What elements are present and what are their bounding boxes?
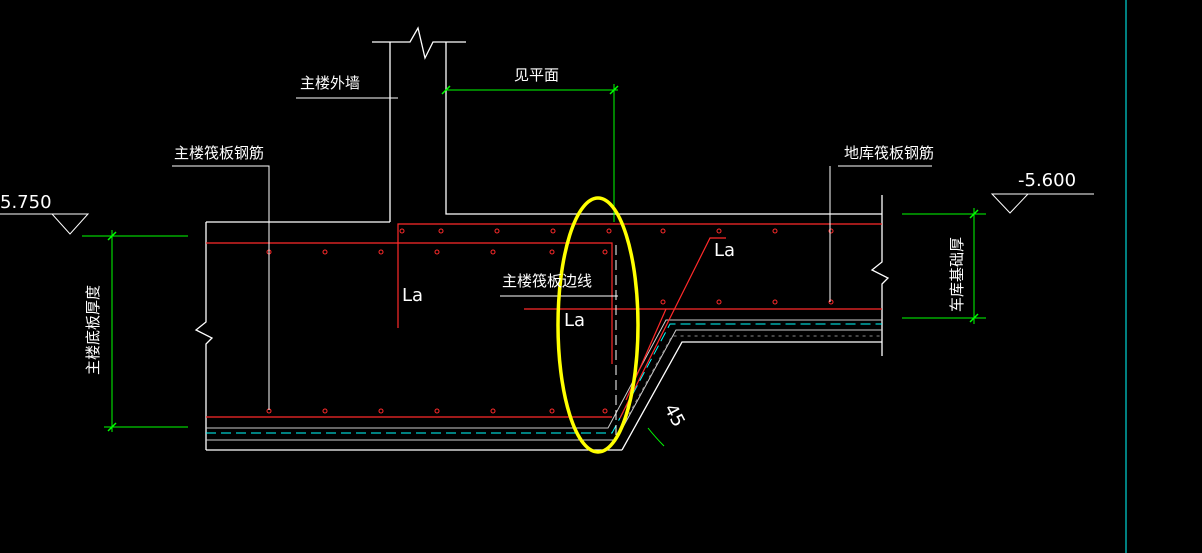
- highlight-ellipse: [556, 196, 640, 454]
- label-la-2: La: [564, 310, 585, 331]
- label-main-raft-thickness: 主楼底板厚度: [84, 285, 102, 375]
- dimension-ticks: [107, 85, 979, 432]
- label-raft-edge-line: 主楼筏板边线: [502, 272, 592, 290]
- label-main-raft-rebar: 主楼筏板钢筋: [174, 144, 264, 162]
- label-garage-base-thickness: 车库基础厚: [948, 237, 966, 312]
- label-angle: 45: [660, 400, 689, 430]
- dimension-lines: [82, 84, 986, 447]
- label-elevation-left: 5.750: [0, 192, 52, 213]
- leader-lines: [0, 97, 1094, 440]
- rebar-dots: [266, 228, 834, 414]
- structure-outline: [194, 26, 890, 451]
- label-la-3: La: [714, 240, 735, 261]
- label-elevation-right: -5.600: [1018, 170, 1076, 191]
- label-la-1: La: [402, 285, 423, 306]
- label-outer-wall: 主楼外墙: [300, 74, 360, 92]
- label-see-plan: 见平面: [514, 66, 559, 84]
- bedding-layers: [206, 319, 882, 446]
- elevation-markers: [50, 193, 1030, 235]
- rebar-lines: [206, 223, 882, 419]
- label-garage-raft-rebar: 地库筏板钢筋: [844, 144, 934, 162]
